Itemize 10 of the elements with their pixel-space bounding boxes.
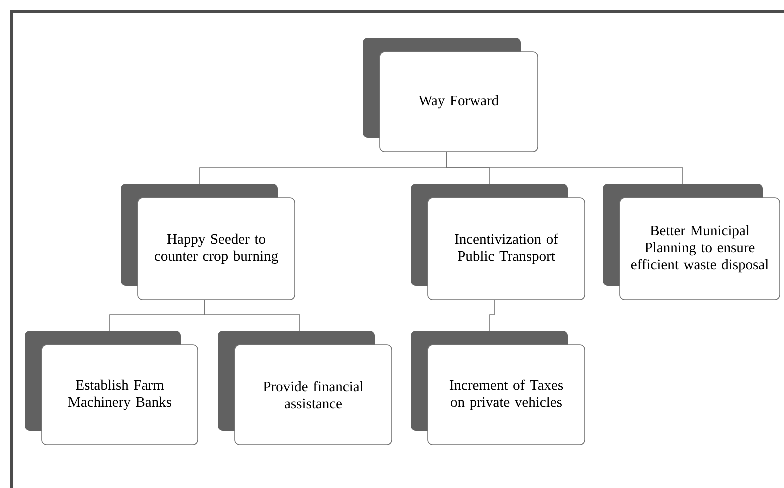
- box: Way Forward: [363, 38, 538, 152]
- connector-line: [204, 300, 300, 332]
- box: Provide financial assistance: [218, 331, 392, 446]
- box: Happy Seeder to counter crop burning: [121, 184, 296, 300]
- box: Establish Farm Machinery Banks: [25, 331, 198, 446]
- box: Better Municipal Planning to ensure efficient waste disposal: [603, 184, 780, 300]
- box: Increment of Taxes on private vehicles: [411, 331, 586, 446]
- box: Incentivization of Public Transport: [411, 184, 586, 300]
- connector-line: [490, 300, 495, 332]
- connector-line: [446, 152, 684, 184]
